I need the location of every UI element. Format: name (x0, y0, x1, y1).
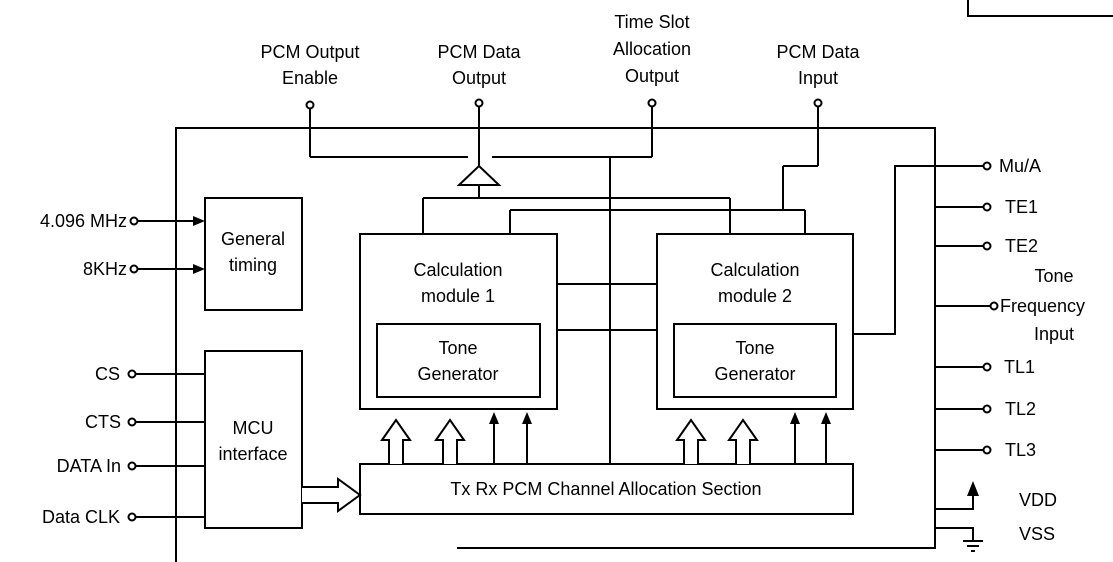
mcu-interface-label-1: MCU (233, 418, 274, 438)
pcm-output-enable-label-1: PCM Output (260, 42, 359, 62)
pin-cs-label: CS (95, 364, 120, 384)
pcm-data-output-pin (474, 98, 484, 108)
output-buffer-triangle (456, 164, 502, 186)
general-timing-label-2: timing (229, 255, 277, 275)
pin-data-clk (127, 512, 137, 522)
pcm-data-input-wiring (509, 107, 819, 234)
pcm-data-output-label-2: Output (452, 68, 506, 88)
general-timing-block (204, 197, 303, 311)
bus-arrow-icon (380, 418, 412, 464)
tone-generator-1 (376, 323, 541, 398)
pcm-data-input-label-1: PCM Data (776, 42, 860, 62)
output-buffer-wiring (309, 107, 731, 234)
top-pin-labels: PCM Output Enable PCM Data Output Time S… (260, 12, 860, 88)
pin-8khz-label: 8KHz (83, 259, 127, 279)
pin-vss-label: VSS (1019, 524, 1055, 544)
vdd-arrow-icon (967, 481, 979, 496)
general-timing-label-1: General (221, 229, 285, 249)
pcm-data-output-label-1: PCM Data (437, 42, 521, 62)
pin-te2-label: TE2 (1005, 236, 1038, 256)
tone-freq-label-2: Frequency (1000, 296, 1085, 316)
pin-cs (127, 369, 137, 379)
pin-tl2 (982, 404, 992, 414)
pin-tl1 (982, 362, 992, 372)
vdd-wire (935, 496, 974, 510)
pin-8khz (129, 264, 139, 274)
arrow-head-icon (790, 412, 800, 424)
mcu-to-alloc-arrow-icon (302, 477, 362, 513)
time-slot-label-1: Time Slot (614, 12, 689, 32)
right-pins: Mu/A TE1 TE2 Tone Frequency Input TL1 TL… (853, 156, 1085, 552)
pin-te1 (982, 202, 992, 212)
tone-freq-label-3: Input (1034, 324, 1074, 344)
arrow-head-icon (522, 412, 532, 424)
arrow-head-icon (193, 216, 205, 226)
tone-gen1-label-2: Generator (417, 364, 498, 384)
tone-gen2-label-2: Generator (714, 364, 795, 384)
ground-icon (963, 540, 983, 552)
pin-tone-frequency-input (989, 301, 999, 311)
tone-gen1-label-1: Tone (438, 338, 477, 358)
pin-tl3-label: TL3 (1005, 440, 1036, 460)
pin-4096mhz-label: 4.096 MHz (40, 211, 127, 231)
calc1-label-1: Calculation (413, 260, 502, 280)
time-slot-allocation-output-pin (647, 98, 657, 108)
pin-te2 (982, 241, 992, 251)
corner-frame-fragment (967, 0, 1113, 17)
pcm-data-input-pin (813, 98, 823, 108)
pin-tl1-label: TL1 (1004, 357, 1035, 377)
pin-cts-label: CTS (85, 412, 121, 432)
left-pins: 4.096 MHz 8KHz CS CTS DATA In Data CLK (40, 211, 205, 527)
tone-generator-2 (673, 323, 837, 398)
time-slot-label-3: Output (625, 66, 679, 86)
pin-tl2-label: TL2 (1005, 399, 1036, 419)
pin-mu-a (982, 161, 992, 171)
pin-te1-label: TE1 (1005, 197, 1038, 217)
arrow-head-icon (489, 412, 499, 424)
pcm-output-enable-label-2: Enable (282, 68, 338, 88)
pcm-channel-allocation-section (359, 463, 854, 515)
pin-cts (127, 417, 137, 427)
mcu-interface-label-2: interface (218, 444, 287, 464)
bus-arrow-icon (675, 418, 707, 464)
mcu-interface-block (204, 350, 303, 529)
pin-vdd-label: VDD (1019, 490, 1057, 510)
pin-tl3 (982, 445, 992, 455)
bus-arrows-calc1 (380, 418, 466, 464)
signal-arrows (489, 412, 831, 464)
chip-outline (175, 127, 936, 562)
bus-arrow-icon (434, 418, 466, 464)
tone-gen2-label-1: Tone (735, 338, 774, 358)
calc2-label-1: Calculation (710, 260, 799, 280)
pcm-alloc-label: Tx Rx PCM Channel Allocation Section (450, 479, 761, 499)
pcm-data-input-label-2: Input (798, 68, 838, 88)
bus-arrow-icon (727, 418, 759, 464)
arrow-head-icon (193, 264, 205, 274)
time-slot-label-2: Allocation (613, 39, 691, 59)
bus-arrows-calc2 (675, 418, 759, 464)
vss-wire (935, 527, 974, 541)
pin-data-clk-label: Data CLK (42, 507, 120, 527)
pin-mu-a-label: Mu/A (999, 156, 1041, 176)
pin-4096mhz (129, 216, 139, 226)
pcm-output-enable-pin (305, 100, 315, 110)
calc2-label-2: module 2 (718, 286, 792, 306)
mu-a-wire (853, 165, 983, 335)
tone-freq-label-1: Tone (1034, 266, 1073, 286)
arrow-head-icon (821, 412, 831, 424)
pin-data-in (127, 461, 137, 471)
calc1-label-2: module 1 (421, 286, 495, 306)
pin-data-in-label: DATA In (57, 456, 121, 476)
